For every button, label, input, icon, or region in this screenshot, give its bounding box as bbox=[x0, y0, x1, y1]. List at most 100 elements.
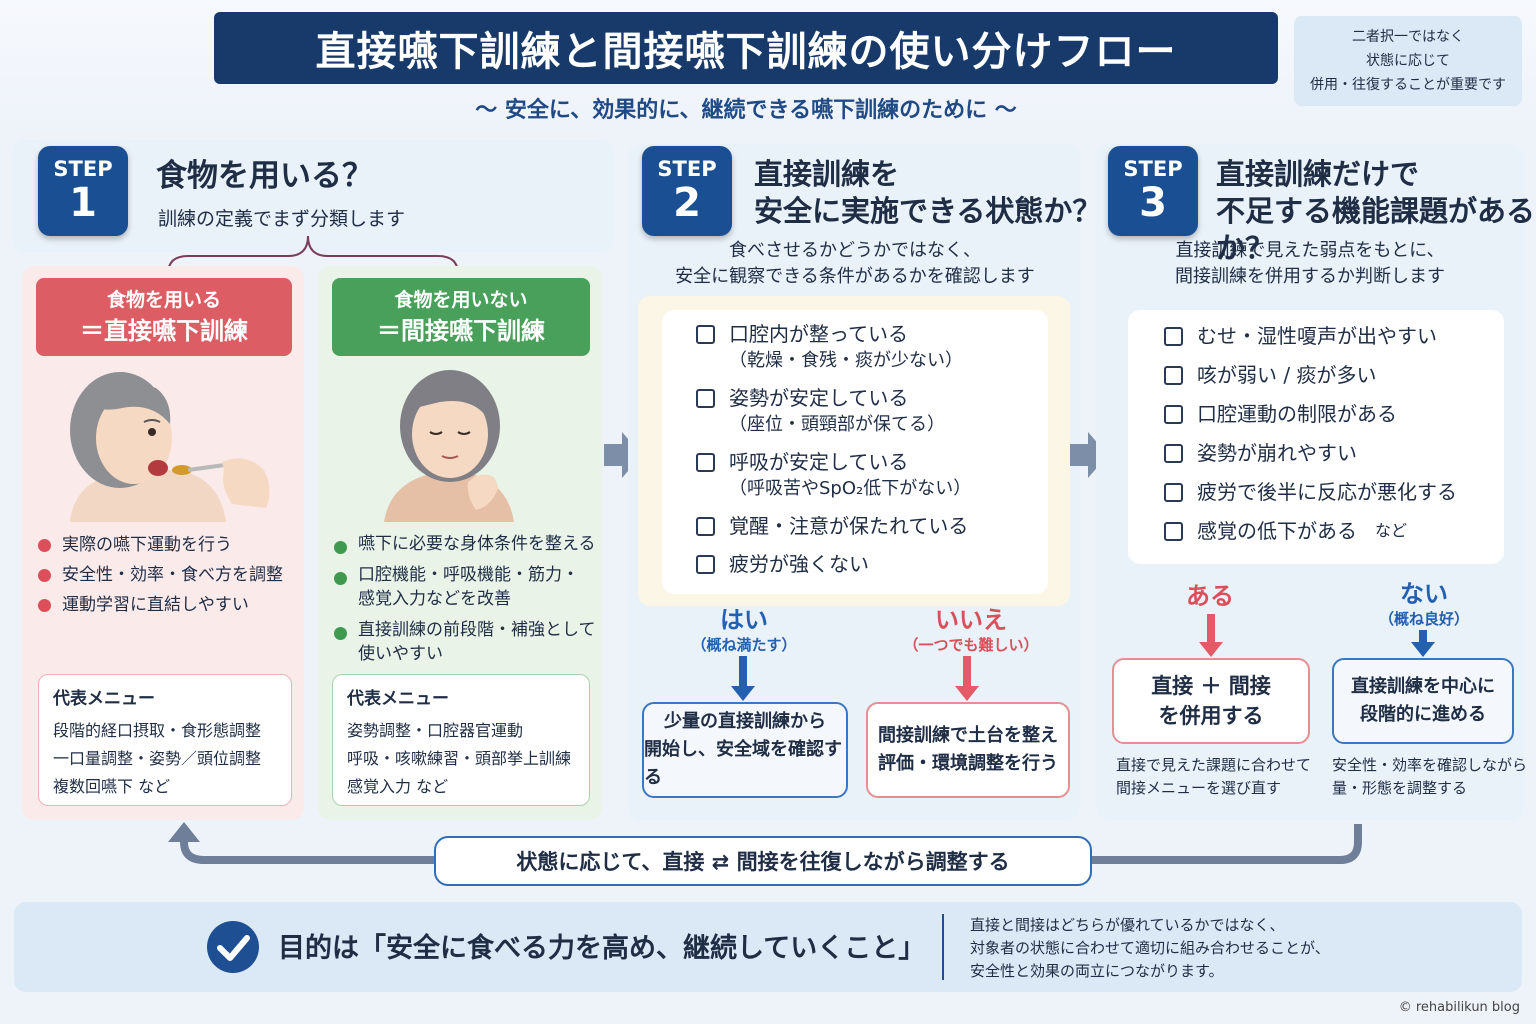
checklist-item: 疲労が強くない bbox=[696, 550, 1048, 578]
checklist-item: 疲労で後半に反応が悪化する bbox=[1164, 478, 1504, 506]
step3-no-note: 安全性・効率を確認しながら 量・形態を調整する bbox=[1332, 754, 1527, 800]
check-main: 咳が弱い / 痰が多い bbox=[1197, 363, 1377, 387]
note-line: 併用・往復することが重要です bbox=[1310, 77, 1506, 93]
checkbox-icon bbox=[1164, 483, 1183, 502]
step3-checklist: むせ・湿性嗄声が出やすい 咳が弱い / 痰が多い 口腔運動の制限がある 姿勢が崩… bbox=[1128, 310, 1504, 564]
list-item-text: 口腔機能・呼吸機能・筋力・ bbox=[358, 565, 579, 585]
direct-menu-card: 代表メニュー 段階的経口摂取・食形態調整 一口量調整・姿勢／頭位調整 複数回嚥下… bbox=[38, 674, 292, 806]
goal-note-line: 安全性と効果の両立につながります。 bbox=[970, 962, 1224, 980]
indirect-tag: 食物を用いない ＝間接嚥下訓練 bbox=[332, 278, 590, 356]
indirect-bullets: 嚥下に必要な身体条件を整える 口腔機能・呼吸機能・筋力・感覚入力などを改善 直接… bbox=[334, 532, 600, 673]
arrow-down-icon bbox=[955, 656, 979, 701]
result-line: 直接 ＋ 間接 bbox=[1151, 674, 1271, 698]
check-main: 疲労で後半に反応が悪化する bbox=[1197, 480, 1457, 504]
list-item: 運動学習に直結しやすい bbox=[38, 590, 302, 620]
copyright: © rehabilikun blog bbox=[1398, 1000, 1520, 1015]
no-subtext: （一つでも難しい） bbox=[903, 636, 1039, 654]
goal-note-line: 対象者の状態に合わせて適切に組み合わせることが、 bbox=[970, 939, 1330, 957]
checklist-item: 口腔運動の制限がある bbox=[1164, 400, 1504, 428]
menu-item: 段階的経口摂取・食形態調整 bbox=[53, 721, 262, 740]
indirect-tag-line1: 食物を用いない bbox=[394, 289, 528, 311]
step-label: STEP bbox=[1123, 157, 1183, 181]
heading-line: 安全に実施できる状態か？ bbox=[754, 194, 1102, 228]
direct-tag-line2: ＝直接嚥下訓練 bbox=[80, 317, 248, 345]
check-main: 姿勢が安定している bbox=[729, 386, 909, 410]
sub-line: 食べさせるかどうかではなく、 bbox=[729, 240, 981, 261]
split-bracket bbox=[167, 235, 459, 275]
list-item: 安全性・効率・食べ方を調整 bbox=[38, 560, 302, 590]
step-number: 2 bbox=[673, 180, 701, 226]
list-item-text: 嚥下に必要な身体条件を整える bbox=[358, 534, 596, 554]
arrow-down-icon bbox=[1199, 614, 1223, 657]
check-detail: （呼吸苦やSpO₂低下がない） bbox=[729, 478, 972, 499]
step3-yes-label: ある bbox=[1160, 582, 1260, 610]
step3-heading: 直接訓練だけで 不足する機能課題があるか？ bbox=[1216, 156, 1536, 267]
result-line: 間接訓練で土台を整え bbox=[878, 725, 1058, 746]
goal-band bbox=[14, 902, 1522, 992]
checklist-item: 感覚の低下があるなど bbox=[1164, 517, 1504, 545]
checkbox-icon bbox=[1164, 405, 1183, 424]
heading-line: 直接訓練だけで bbox=[1216, 157, 1420, 191]
step2-no-label: いいえ （一つでも難しい） bbox=[896, 606, 1046, 656]
step2-checklist: 口腔内が整っている （乾燥・食残・痰が少ない） 姿勢が安定している（座位・頭頸部が… bbox=[662, 310, 1048, 594]
no-text: いいえ bbox=[935, 606, 1007, 634]
page-title: 直接嚥下訓練と間接嚥下訓練の使い分けフロー bbox=[214, 12, 1278, 84]
checkbox-icon bbox=[1164, 444, 1183, 463]
loop-arrow bbox=[168, 822, 1362, 864]
step1-sub: 訓練の定義でまず分類します bbox=[158, 208, 406, 230]
menu-item: 呼吸・咳嗽練習・頭部挙上訓練 bbox=[347, 749, 572, 768]
note-line: 安全性・効率を確認しながら bbox=[1332, 756, 1528, 774]
step-number: 1 bbox=[69, 180, 97, 226]
page-subtitle: 〜 安全に、効果的に、継続できる嚥下訓練のために 〜 bbox=[475, 98, 1017, 123]
indirect-tag-line2: ＝間接嚥下訓練 bbox=[377, 317, 545, 345]
check-main: 感覚の低下がある bbox=[1197, 519, 1357, 543]
arrow-right-icon bbox=[1070, 432, 1108, 478]
step-number: 3 bbox=[1139, 180, 1167, 226]
note-box: 二者択一ではなく 状態に応じて 併用・往復することが重要です bbox=[1294, 16, 1522, 106]
check-suffix: など bbox=[1375, 521, 1408, 540]
check-main: 姿勢が崩れやすい bbox=[1197, 441, 1357, 465]
arrow-down-icon bbox=[731, 656, 755, 701]
checkbox-icon bbox=[1164, 327, 1183, 346]
check-detail: （乾燥・食残・痰が少ない） bbox=[729, 350, 963, 371]
list-item: 実際の嚥下運動を行う bbox=[38, 530, 302, 560]
note-line: 間接メニューを選び直す bbox=[1116, 779, 1282, 797]
sub-line: 安全に観察できる条件があるかを確認します bbox=[675, 266, 1035, 287]
result-line: 評価・環境調整を行う bbox=[878, 753, 1058, 774]
checklist-item: 咳が弱い / 痰が多い bbox=[1164, 361, 1504, 389]
eating-patient-illustration bbox=[70, 372, 270, 522]
checkbox-icon bbox=[696, 555, 715, 574]
checkbox-icon bbox=[696, 453, 715, 472]
checklist-item: 姿勢が安定している（座位・頭頸部が保てる） bbox=[696, 384, 1048, 438]
step3-no-label: ない （概ね良好） bbox=[1364, 580, 1484, 630]
list-item-text: 直接訓練の前段階・補強として bbox=[358, 620, 596, 640]
menu-item: 一口量調整・姿勢／頭位調整 bbox=[53, 749, 262, 768]
direct-tag-line1: 食物を用いる bbox=[106, 289, 221, 311]
step3-yes-result: 直接 ＋ 間接 を併用する bbox=[1112, 658, 1310, 744]
no-subtext: （概ね良好） bbox=[1378, 610, 1469, 628]
check-main: 口腔内が整っている bbox=[729, 322, 908, 346]
checkbox-icon bbox=[1164, 366, 1183, 385]
check-main: 覚醒・注意が保たれている bbox=[729, 514, 969, 538]
result-line: 少量の直接訓練から bbox=[664, 711, 826, 732]
step3-badge: STEP 3 bbox=[1108, 146, 1198, 236]
throat-exercise-illustration bbox=[384, 370, 514, 522]
menu-item: 姿勢調整・口腔器官運動 bbox=[347, 721, 524, 740]
check-main: 呼吸が安定している bbox=[729, 450, 909, 474]
step2-no-result: 間接訓練で土台を整え 評価・環境調整を行う bbox=[866, 702, 1070, 798]
sub-line: 直接訓練で見えた弱点をもとに、 bbox=[1175, 240, 1445, 261]
menu-item: 感覚入力 など bbox=[347, 777, 449, 796]
list-item: 口腔機能・呼吸機能・筋力・感覚入力などを改善 bbox=[334, 563, 600, 611]
check-main: 口腔運動の制限がある bbox=[1197, 402, 1397, 426]
result-line: 直接訓練を中心に bbox=[1351, 676, 1495, 697]
menu-title: 代表メニュー bbox=[53, 689, 155, 709]
step3-yes-note: 直接で見えた課題に合わせて 間接メニューを選び直す bbox=[1116, 754, 1311, 800]
list-item: 嚥下に必要な身体条件を整える bbox=[334, 532, 600, 556]
step-label: STEP bbox=[657, 157, 717, 181]
step2-yes-result: 少量の直接訓練から 開始し、安全域を確認する bbox=[642, 702, 848, 798]
list-item-text: 感覚入力などを改善 bbox=[358, 589, 511, 609]
checkbox-icon bbox=[1164, 522, 1183, 541]
goal-note: 直接と間接はどちらが優れているかではなく、 対象者の状態に合わせて適切に組み合わ… bbox=[970, 914, 1330, 983]
result-line: 開始し、安全域を確認する bbox=[644, 739, 842, 788]
sub-line: 間接訓練を併用するか判断します bbox=[1175, 266, 1445, 287]
